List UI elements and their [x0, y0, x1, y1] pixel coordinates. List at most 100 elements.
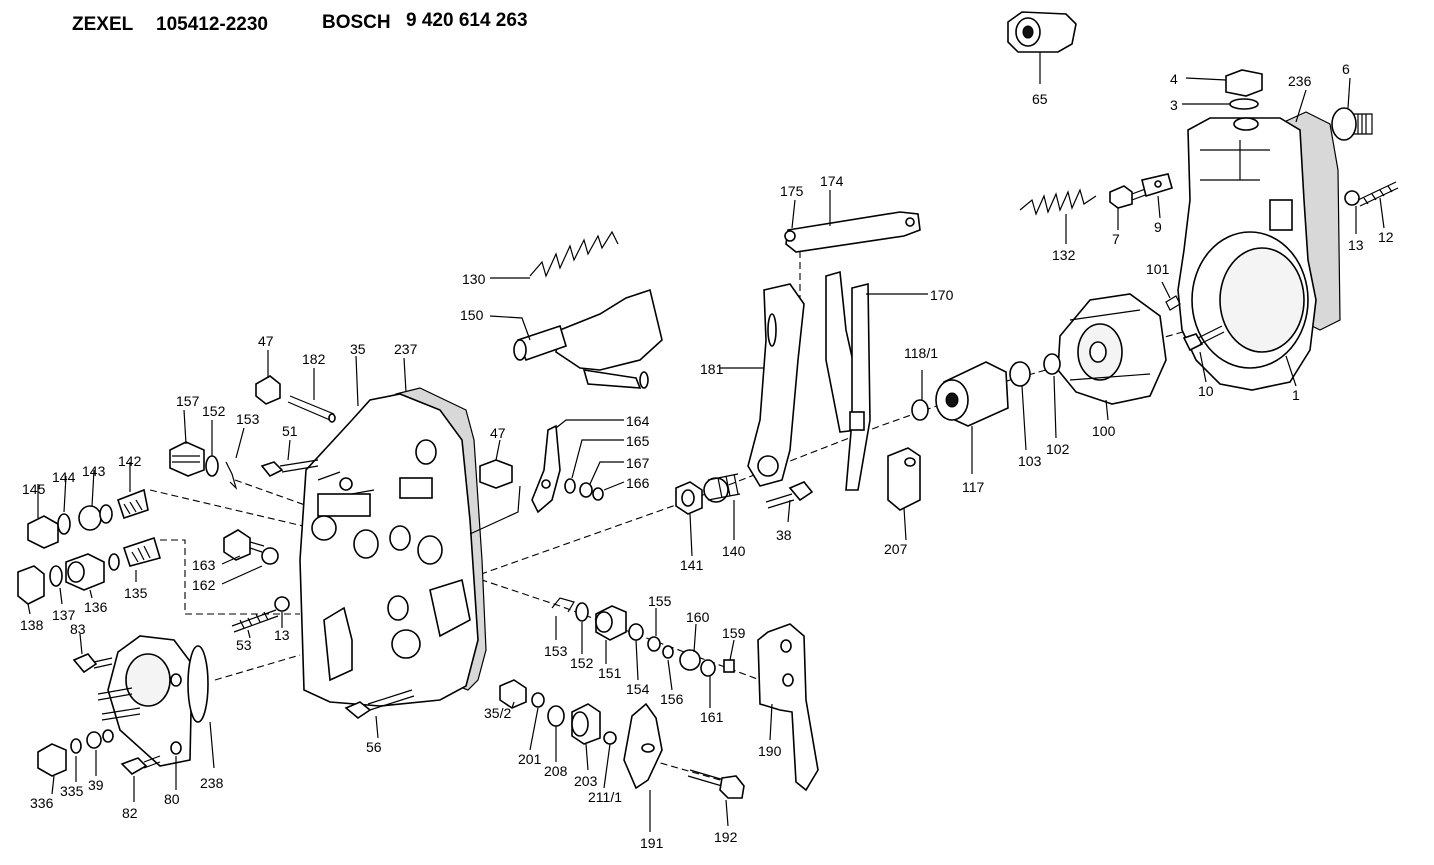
part-150-lever: [513, 288, 663, 389]
label-160: 160: [686, 609, 710, 625]
part-166-clip: [592, 487, 604, 501]
part-153-circlip: [551, 597, 575, 613]
part-53-stud: [231, 609, 279, 633]
label-1: 1: [1292, 387, 1300, 403]
part-174-link: [785, 211, 921, 253]
label-103: 103: [1018, 453, 1042, 469]
label-156: 156: [660, 691, 684, 707]
label-35-2: 35/2: [484, 705, 511, 721]
label-102: 102: [1046, 441, 1070, 457]
part-238-gasket: [187, 645, 209, 723]
part-170-lever: [825, 270, 871, 491]
label-211-1: 211/1: [588, 789, 622, 805]
label-237: 237: [394, 341, 418, 357]
part-4-plug: [1225, 69, 1263, 97]
part-39-nut: [86, 731, 102, 749]
label-159: 159: [722, 625, 746, 641]
part-151-sleeve: [595, 605, 627, 641]
label-140: 140: [722, 543, 746, 559]
part-51-bolt: [260, 459, 319, 478]
part-336-cap: [37, 743, 67, 777]
part-47-nut: [479, 459, 513, 489]
label-130: 130: [462, 271, 486, 287]
label-7: 7: [1112, 231, 1120, 247]
part-165-spring: [564, 478, 576, 494]
part-6-screw: [1331, 107, 1373, 141]
label-238: 238: [200, 775, 224, 791]
label-151: 151: [598, 665, 622, 681]
part-136-washer: [108, 553, 120, 571]
part-labels: 65 4 3 236 6 175 174 132 7 9 13 12 130 1…: [20, 61, 1394, 851]
label-12: 12: [1378, 229, 1394, 245]
label-162: 162: [192, 577, 216, 593]
label-191: 191: [640, 835, 664, 851]
label-47-top: 47: [258, 333, 274, 349]
part-80-bolt-b: [101, 707, 141, 721]
label-3: 3: [1170, 97, 1178, 113]
part-80-bolt-a: [97, 687, 133, 701]
label-174: 174: [820, 173, 844, 189]
part-137-washer: [49, 565, 63, 587]
part-100-flyweight: [1057, 293, 1167, 405]
part-82-bolt: [120, 755, 161, 775]
label-56: 56: [366, 739, 382, 755]
label-47-right: 47: [490, 425, 506, 441]
part-83-bolt: [72, 653, 113, 674]
label-82: 82: [122, 805, 138, 821]
part-9-bracket: [1141, 173, 1173, 198]
part-163-bolt: [223, 529, 265, 561]
part-142-screw: [116, 488, 149, 520]
header-bosch-part-number: 9 420 614 263: [406, 10, 528, 31]
label-6: 6: [1342, 61, 1350, 77]
label-166: 166: [626, 475, 650, 491]
part-152-oring: [205, 455, 219, 477]
label-10: 10: [1198, 383, 1214, 399]
part-65-nut: [1007, 11, 1077, 53]
part-190-lever: [757, 623, 819, 792]
label-80: 80: [164, 791, 180, 807]
label-138: 138: [20, 617, 44, 633]
label-161: 161: [700, 709, 724, 725]
label-335: 335: [60, 783, 84, 799]
part-335-washer: [70, 738, 82, 754]
label-132: 132: [1052, 247, 1076, 263]
label-155: 155: [648, 593, 672, 609]
label-181: 181: [700, 361, 724, 377]
label-236: 236: [1288, 73, 1312, 89]
part-143-washer: [99, 504, 113, 524]
part-130-spring: [529, 230, 619, 278]
part-144-washer: [57, 513, 71, 535]
header-brand-zexel: ZEXEL: [72, 14, 134, 35]
label-170: 170: [930, 287, 954, 303]
label-136: 136: [84, 599, 108, 615]
part-141-nut: [675, 481, 703, 515]
leader-lines: [27, 52, 1385, 832]
label-145: 145: [22, 481, 46, 497]
part-35-2-bolt: [499, 679, 527, 709]
part-175-nut: [784, 230, 796, 242]
label-117: 117: [962, 479, 985, 495]
part-138-cap: [17, 565, 45, 605]
part-181-lever: [747, 283, 805, 487]
part-103-nut: [1009, 361, 1031, 387]
part-10-bolt: [1182, 325, 1225, 352]
part-153-clip: [225, 461, 238, 491]
part-160-spring: [679, 649, 701, 671]
label-157: 157: [176, 393, 200, 409]
label-152-lower: 152: [570, 655, 594, 671]
label-137: 137: [52, 607, 76, 623]
label-143: 143: [82, 463, 106, 479]
label-207: 207: [884, 541, 908, 557]
label-165: 165: [626, 433, 650, 449]
part-47-bolt-top: [255, 375, 281, 405]
part-191-lever: [623, 702, 663, 790]
label-153-lower: 153: [544, 643, 568, 659]
label-182: 182: [302, 351, 326, 367]
label-336: 336: [30, 795, 54, 811]
label-175: 175: [780, 183, 804, 199]
label-203: 203: [574, 773, 598, 789]
label-150: 150: [460, 307, 484, 323]
label-51: 51: [282, 423, 298, 439]
part-192-bolt: [687, 769, 745, 799]
